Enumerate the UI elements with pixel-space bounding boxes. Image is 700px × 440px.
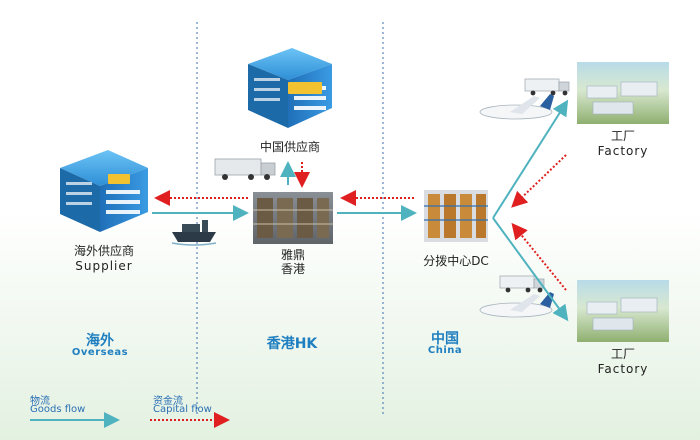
region-china-en: China <box>427 345 463 356</box>
legend-capital-label-en: Capital flow <box>153 404 212 415</box>
hk-warehouse-label-line1: 雅鼎 <box>280 248 305 262</box>
top-plane-icon <box>479 94 554 120</box>
bottom-factory-image <box>577 280 669 342</box>
region-overseas-en: Overseas <box>71 347 129 358</box>
region-china-cn: 中国 <box>431 331 459 347</box>
region-overseas-cn: 海外 <box>86 333 114 349</box>
capital-flow-top-factory-to-dc <box>511 154 567 208</box>
region-hk-cn: 香港HK <box>266 336 318 352</box>
goods-flow-dc-to-top-factory <box>492 99 569 219</box>
overseas-supplier-label-en: Supplier <box>75 259 133 273</box>
top-truck-icon <box>524 78 570 96</box>
overseas-supplier-label-cn: 海外供应商 <box>73 244 134 258</box>
top-factory-label-en: Factory <box>597 144 649 158</box>
china-supplier-building-icon <box>248 48 332 128</box>
truck-icon <box>214 158 276 180</box>
top-factory-label-cn: 工厂 <box>610 129 635 143</box>
top-factory-image <box>577 62 669 124</box>
legend-goods-label-cn: 物流 <box>30 396 50 407</box>
ship-icon <box>171 220 217 246</box>
legend-capital-label-cn: 资金流 <box>153 396 183 407</box>
legend-goods-label-en: Goods flow <box>30 404 86 415</box>
bottom-plane-icon <box>479 292 554 318</box>
capital-flow-bottom-factory-to-dc <box>511 222 567 291</box>
dc-warehouse-image <box>424 190 488 242</box>
goods-flow-dc-to-bottom-factory <box>492 217 569 322</box>
bottom-truck-icon <box>499 275 545 293</box>
china-supplier-label: 中国供应商 <box>259 140 320 154</box>
dc-label: 分拨中心DC <box>423 254 489 268</box>
bottom-factory-label-cn: 工厂 <box>610 347 635 361</box>
hk-warehouse-label-line2: 香港 <box>280 262 305 276</box>
overseas-supplier-building-icon <box>60 150 148 232</box>
hk-warehouse-image <box>253 192 333 244</box>
bottom-factory-label-en: Factory <box>597 362 649 376</box>
